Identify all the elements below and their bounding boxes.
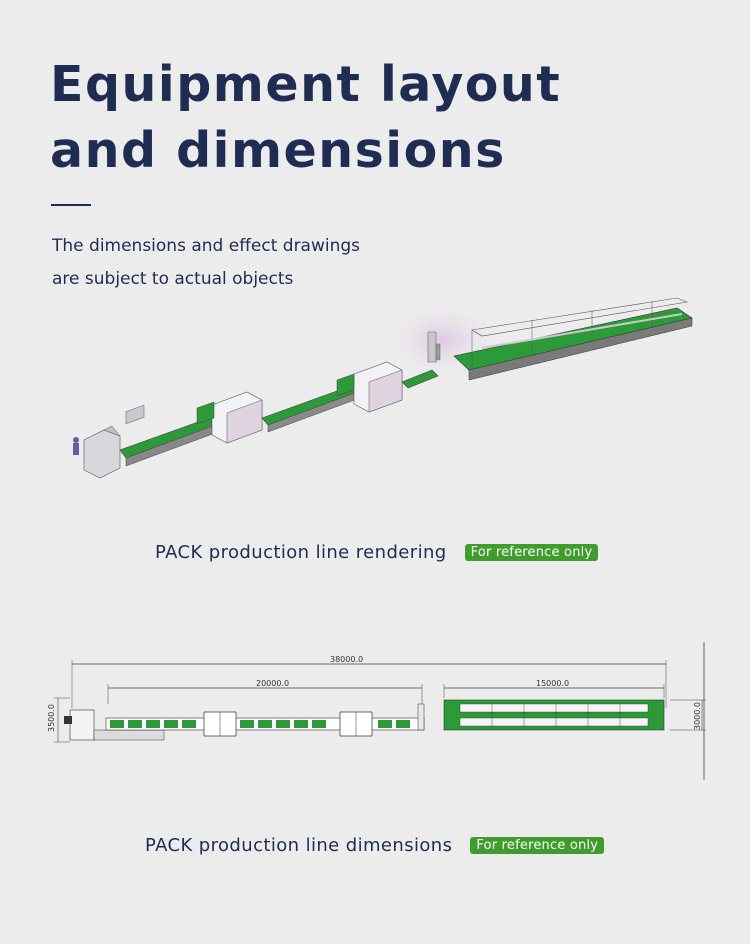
- rendering-caption-text: PACK production line rendering: [155, 542, 447, 563]
- segment1-length-label: 20000.0: [256, 679, 289, 688]
- dimensions-caption: PACK production line dimensions For refe…: [145, 835, 605, 856]
- page-title: Equipment layout and dimensions: [50, 52, 561, 184]
- assembly-table: [453, 297, 693, 381]
- title-divider: [51, 204, 91, 206]
- dimensions-caption-text: PACK production line dimensions: [145, 835, 453, 856]
- intro-line-1: The dimensions and effect drawings: [52, 236, 361, 256]
- segment2-length-label: 15000.0: [536, 679, 569, 688]
- total-length-label: 38000.0: [330, 655, 363, 664]
- title-line-2: and dimensions: [50, 122, 506, 179]
- left-height-label: 3500.0: [47, 704, 56, 732]
- right-height-label: 3000.0: [693, 702, 702, 730]
- intro-text: The dimensions and effect drawings are s…: [52, 230, 360, 296]
- production-line-rendering-image: [73, 297, 693, 479]
- production-line-dimension-drawing: 38000.0 20000.0 15000.0 3500.0 3000.0: [47, 642, 706, 780]
- rendering-reference-badge: For reference only: [464, 544, 599, 561]
- title-line-1: Equipment layout: [50, 56, 562, 113]
- dimensions-reference-badge: For reference only: [470, 837, 605, 854]
- main-conveyor-plan: [105, 703, 425, 737]
- intro-line-2: are subject to actual objects: [52, 269, 294, 289]
- assembly-table-plan: [443, 699, 665, 731]
- rendering-caption: PACK production line rendering For refer…: [155, 542, 599, 563]
- operator-figure: [73, 437, 79, 455]
